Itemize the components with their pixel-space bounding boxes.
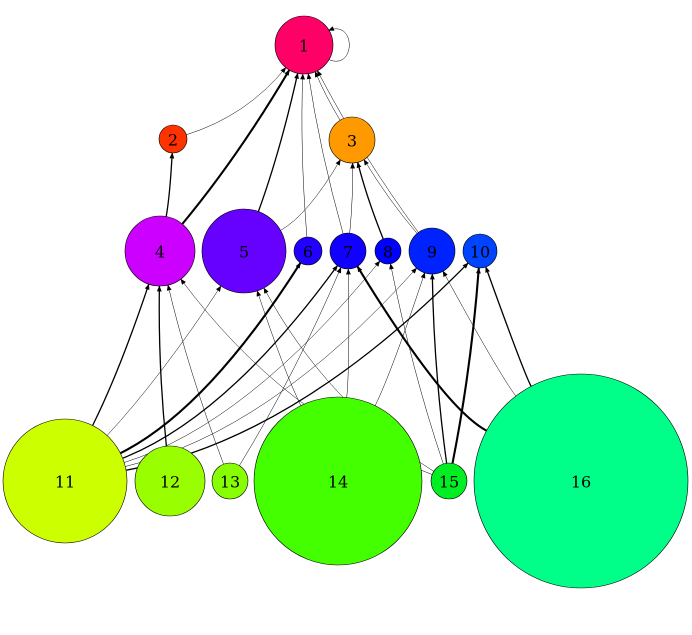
edge-2-to-1	[186, 67, 287, 136]
node-9-label: 9	[427, 243, 437, 262]
node-4-label: 4	[155, 243, 165, 262]
node-4: 4	[124, 215, 196, 287]
edge-14-to-9	[374, 272, 426, 406]
edge-5-to-1	[257, 72, 299, 212]
node-3: 3	[328, 116, 376, 164]
edge-13-to-7	[239, 267, 342, 466]
node-2-label: 2	[168, 131, 178, 150]
node-7-circle	[329, 232, 367, 270]
edge-14-to-5	[256, 290, 302, 406]
edge-1-to-1	[328, 26, 350, 62]
node-6: 6	[293, 236, 323, 266]
node-16-circle	[473, 373, 689, 589]
edge-6-to-1	[300, 73, 308, 238]
edge-12-to-4	[156, 285, 168, 447]
node-1-circle	[274, 15, 334, 75]
edge-13-to-4	[166, 284, 224, 465]
edge-4-to-1	[181, 69, 291, 225]
edge-8-to-3	[356, 161, 384, 240]
node-5-label: 5	[239, 243, 249, 262]
edge-7-to-3	[349, 162, 356, 234]
node-9: 9	[408, 227, 456, 275]
edge-15-to-10	[451, 267, 481, 464]
edge-11-to-6	[119, 262, 302, 455]
node-6-circle	[293, 236, 323, 266]
edge-9-to-3	[363, 159, 418, 234]
edge-11-to-4	[92, 283, 150, 426]
node-11: 11	[2, 418, 128, 544]
node-11-label: 11	[55, 473, 75, 492]
node-7-label: 7	[343, 243, 353, 262]
node-14-label: 14	[328, 473, 348, 492]
node-14: 14	[253, 396, 423, 566]
edge-5-to-3	[280, 159, 341, 231]
edge-15-to-9	[429, 273, 448, 464]
edges-layer	[92, 26, 532, 475]
node-4-circle	[124, 215, 196, 287]
node-1-label: 1	[299, 37, 309, 56]
edge-16-to-9	[442, 270, 517, 397]
node-12: 12	[134, 445, 206, 517]
edge-15-to-8	[389, 263, 444, 464]
edge-16-to-7	[356, 265, 488, 432]
node-12-circle	[134, 445, 206, 517]
node-13: 13	[211, 462, 249, 500]
node-16: 16	[473, 373, 689, 589]
node-3-label: 3	[347, 132, 357, 151]
node-5-circle	[201, 208, 287, 294]
node-8: 8	[374, 237, 402, 265]
edge-11-to-5	[106, 285, 222, 436]
node-12-label: 12	[160, 473, 180, 492]
node-2: 2	[158, 124, 188, 154]
edge-11-to-7	[122, 265, 338, 459]
node-13-label: 13	[220, 473, 240, 492]
node-10-circle	[462, 233, 498, 269]
node-13-circle	[211, 462, 249, 500]
node-3-circle	[328, 116, 376, 164]
node-8-circle	[374, 237, 402, 265]
node-2-circle	[158, 124, 188, 154]
node-6-label: 6	[303, 243, 313, 262]
node-7: 7	[329, 232, 367, 270]
node-10: 10	[462, 233, 498, 269]
edge-16-to-10	[485, 266, 532, 387]
node-5: 5	[201, 208, 287, 294]
node-9-circle	[408, 227, 456, 275]
node-10-label: 10	[470, 243, 490, 262]
edge-14-to-7	[345, 268, 351, 398]
edge-3-to-1	[314, 71, 341, 121]
node-16-label: 16	[571, 473, 591, 492]
node-11-circle	[2, 418, 128, 544]
node-14-circle	[253, 396, 423, 566]
node-8-label: 8	[383, 243, 393, 262]
node-15-circle	[430, 462, 468, 500]
node-15-label: 15	[439, 473, 459, 492]
edge-7-to-1	[306, 73, 344, 234]
edge-4-to-2	[165, 152, 175, 217]
node-1: 1	[274, 15, 334, 75]
node-15: 15	[430, 462, 468, 500]
